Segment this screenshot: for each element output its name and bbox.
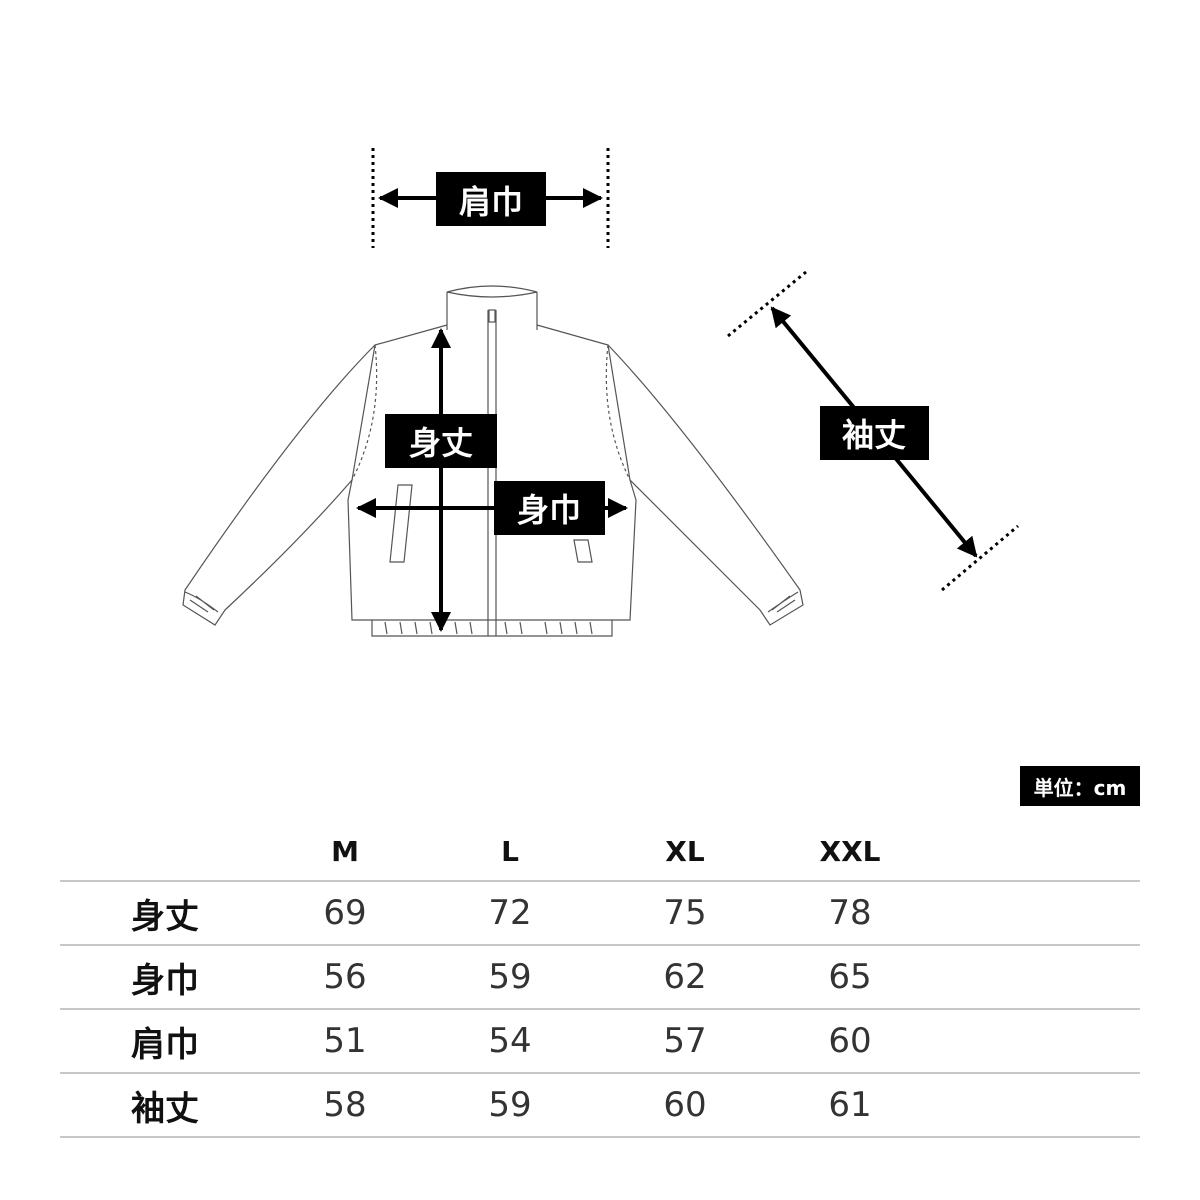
table-cell: 57 bbox=[600, 1009, 770, 1074]
sleeve-measure: 袖丈 bbox=[727, 270, 1019, 592]
unit-badge: 単位：cm bbox=[1020, 766, 1140, 806]
table-cell: 78 bbox=[770, 881, 930, 946]
body-width-measure: 身巾 bbox=[356, 481, 628, 535]
table-cell: 59 bbox=[420, 1073, 600, 1138]
shoulder-label: 肩巾 bbox=[459, 183, 523, 221]
size-header: XXL bbox=[770, 822, 930, 882]
table-cell: 60 bbox=[770, 1009, 930, 1074]
sleeve-label: 袖丈 bbox=[842, 416, 906, 454]
table-row: 袖丈 58 59 60 61 bbox=[60, 1073, 1140, 1138]
table-pad bbox=[930, 1073, 1140, 1138]
table-row: 身丈 69 72 75 78 bbox=[60, 881, 1140, 946]
table-cell: 59 bbox=[420, 945, 600, 1010]
table-row: 肩巾 51 54 57 60 bbox=[60, 1009, 1140, 1074]
body-length-measure: 身丈 bbox=[385, 328, 497, 632]
table-pad bbox=[930, 1009, 1140, 1074]
table-cell: 56 bbox=[270, 945, 420, 1010]
header-empty bbox=[60, 822, 270, 882]
size-table: M L XL XXL 身丈 69 72 75 78 身巾 56 59 62 65… bbox=[60, 822, 1140, 1138]
table-cell: 61 bbox=[770, 1073, 930, 1138]
size-header-row: M L XL XXL bbox=[60, 822, 1140, 882]
header-pad bbox=[930, 822, 1140, 882]
row-label: 身巾 bbox=[60, 945, 270, 1010]
row-label: 肩巾 bbox=[60, 1009, 270, 1074]
size-header: XL bbox=[600, 822, 770, 882]
row-label: 袖丈 bbox=[60, 1073, 270, 1138]
table-cell: 58 bbox=[270, 1073, 420, 1138]
jacket-outline bbox=[182, 285, 804, 637]
body-length-label: 身丈 bbox=[409, 424, 473, 462]
table-cell: 60 bbox=[600, 1073, 770, 1138]
size-header: L bbox=[420, 822, 600, 882]
table-cell: 69 bbox=[270, 881, 420, 946]
table-cell: 72 bbox=[420, 881, 600, 946]
table-cell: 75 bbox=[600, 881, 770, 946]
jacket-measurement-diagram: 肩巾 身丈 身巾 袖丈 bbox=[182, 148, 1019, 637]
table-cell: 51 bbox=[270, 1009, 420, 1074]
body-width-label: 身巾 bbox=[517, 491, 581, 529]
table-cell: 62 bbox=[600, 945, 770, 1010]
row-label: 身丈 bbox=[60, 881, 270, 946]
size-header: M bbox=[270, 822, 420, 882]
table-pad bbox=[930, 881, 1140, 946]
shoulder-measure: 肩巾 bbox=[371, 148, 610, 248]
table-row: 身巾 56 59 62 65 bbox=[60, 945, 1140, 1010]
table-pad bbox=[930, 945, 1140, 1010]
table-cell: 65 bbox=[770, 945, 930, 1010]
table-cell: 54 bbox=[420, 1009, 600, 1074]
